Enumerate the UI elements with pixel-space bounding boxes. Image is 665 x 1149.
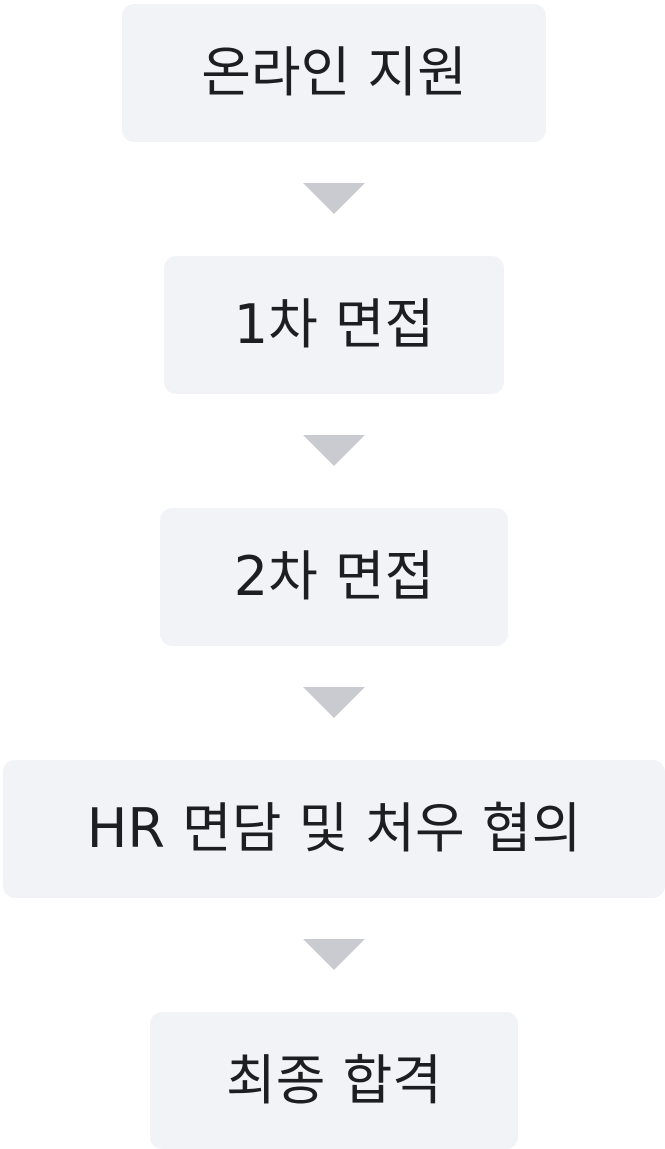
- step-label: 최종 합격: [226, 1048, 442, 1112]
- step-online-application: 온라인 지원: [122, 4, 546, 142]
- step-label: HR 면담 및 처우 협의: [86, 797, 582, 860]
- step-first-interview: 1차 면접: [164, 256, 504, 394]
- step-label: 2차 면접: [233, 545, 435, 608]
- triangle-down-icon: [303, 435, 365, 466]
- triangle-down-icon: [303, 939, 365, 970]
- step-second-interview: 2차 면접: [160, 508, 508, 646]
- triangle-down-icon: [303, 687, 365, 718]
- step-final-acceptance: 최종 합격: [150, 1012, 518, 1149]
- step-label: 온라인 지원: [201, 41, 467, 104]
- triangle-down-icon: [303, 183, 365, 214]
- step-label: 1차 면접: [233, 293, 435, 356]
- step-hr-interview: HR 면담 및 처우 협의: [3, 760, 665, 898]
